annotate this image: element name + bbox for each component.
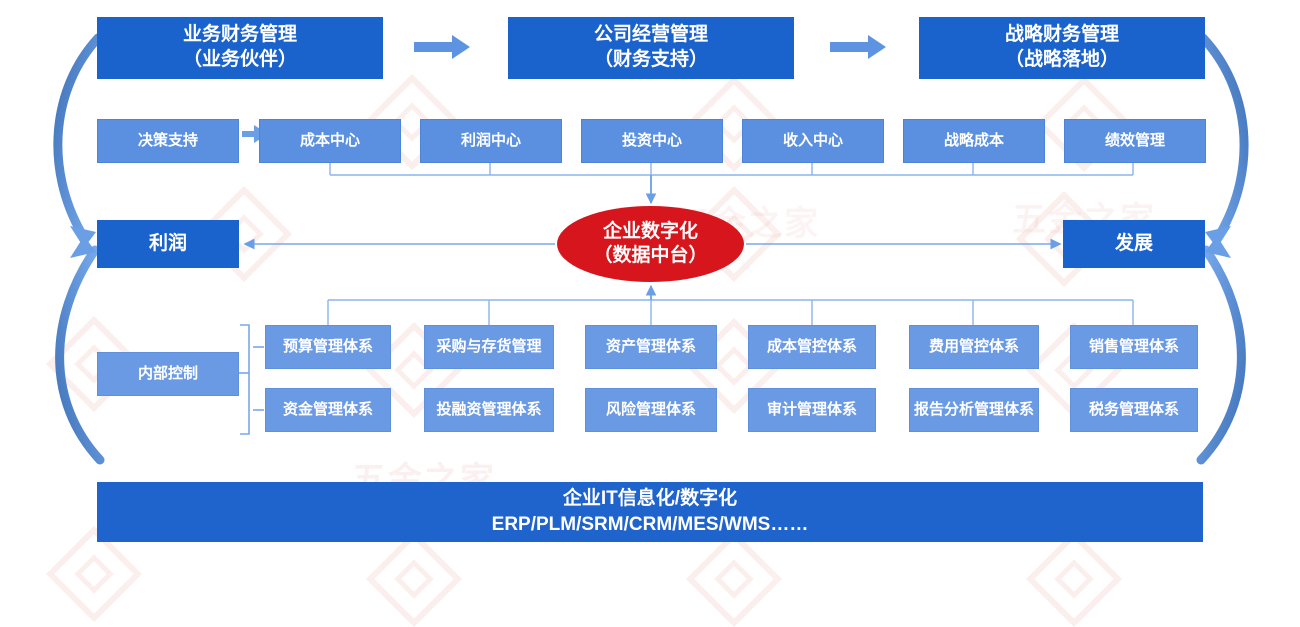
tier1-arrow-1: [414, 35, 470, 59]
tier1-title-line1: 业务财务管理: [182, 24, 297, 46]
tier1-arrow-2: [830, 35, 886, 59]
strategic-finance-management-box[interactable]: 战略财务管理 （战略落地）: [919, 17, 1205, 79]
internal-control-bracket: [239, 324, 264, 435]
row2-item-revenue-center[interactable]: 收入中心: [742, 119, 884, 163]
tier1-title-line2: （战略落地）: [1004, 49, 1119, 70]
center-line2: （数据中台）: [593, 245, 708, 266]
right-arrowhead-lower: [1205, 236, 1231, 258]
grid-item-sales-management[interactable]: 销售管理体系: [1070, 325, 1198, 369]
profit-box[interactable]: 利润: [97, 220, 239, 268]
grid-bus: [327, 299, 1134, 325]
center-line1: 企业数字化: [602, 220, 698, 242]
right-arrowhead-upper: [1205, 226, 1231, 248]
right-bracket-upper-arrow: [1198, 33, 1249, 239]
corporate-operations-management-box[interactable]: 公司经营管理 （财务支持）: [508, 17, 794, 79]
right-bracket-lower-arrow: [1196, 245, 1246, 465]
business-finance-management-box[interactable]: 业务财务管理 （业务伙伴）: [97, 17, 383, 79]
grid-item-audit-management[interactable]: 审计管理体系: [748, 388, 876, 432]
grid-item-report-analysis[interactable]: 报告分析管理体系: [909, 388, 1039, 432]
grid-item-cost-control[interactable]: 成本管控体系: [748, 325, 876, 369]
grid-item-expense-control[interactable]: 费用管控体系: [909, 325, 1039, 369]
left-bracket-lower-arrow: [55, 245, 105, 465]
tier1-title-line1: 战略财务管理: [1004, 24, 1119, 46]
digital-core-ellipse[interactable]: 企业数字化 （数据中台）: [557, 206, 744, 282]
row2-item-strategic-cost[interactable]: 战略成本: [903, 119, 1045, 163]
tier1-title-line2: （财务支持）: [593, 49, 708, 70]
grid-item-investment-financing[interactable]: 投融资管理体系: [424, 388, 554, 432]
grid-item-fund-management[interactable]: 资金管理体系: [265, 388, 391, 432]
connector-layer: [53, 33, 1249, 465]
tier1-title-line2: （业务伙伴）: [182, 49, 297, 70]
it-foundation-banner[interactable]: 企业IT信息化/数字化 ERP/PLM/SRM/CRM/MES/WMS……: [97, 482, 1203, 542]
grid-item-procurement-inventory[interactable]: 采购与存货管理: [424, 325, 554, 369]
row2-item-investment-center[interactable]: 投资中心: [581, 119, 723, 163]
left-arrowhead-upper: [70, 226, 96, 248]
row2-bus: [329, 163, 1134, 176]
row2-item-performance-management[interactable]: 绩效管理: [1064, 119, 1206, 163]
diagram-canvas: 五金之家 五金之家 五金之家: [0, 0, 1300, 600]
development-box[interactable]: 发展: [1063, 220, 1205, 268]
left-arrowhead-lower: [70, 236, 96, 258]
grid-item-risk-management[interactable]: 风险管理体系: [585, 388, 717, 432]
grid-item-budget-management[interactable]: 预算管理体系: [265, 325, 391, 369]
row2-item-profit-center[interactable]: 利润中心: [420, 119, 562, 163]
left-bracket-upper-arrow: [53, 33, 103, 239]
grid-item-asset-management[interactable]: 资产管理体系: [585, 325, 717, 369]
footer-line2: ERP/PLM/SRM/CRM/MES/WMS……: [491, 514, 809, 535]
row2-item-cost-center[interactable]: 成本中心: [259, 119, 401, 163]
internal-control-box[interactable]: 内部控制: [97, 352, 239, 396]
grid-item-tax-management[interactable]: 税务管理体系: [1070, 388, 1198, 432]
decision-to-cost-arrow: [242, 125, 268, 143]
row2-item-decision-support[interactable]: 决策支持: [97, 119, 239, 163]
tier1-title-line1: 公司经营管理: [593, 24, 708, 46]
footer-line1: 企业IT信息化/数字化: [562, 488, 738, 510]
